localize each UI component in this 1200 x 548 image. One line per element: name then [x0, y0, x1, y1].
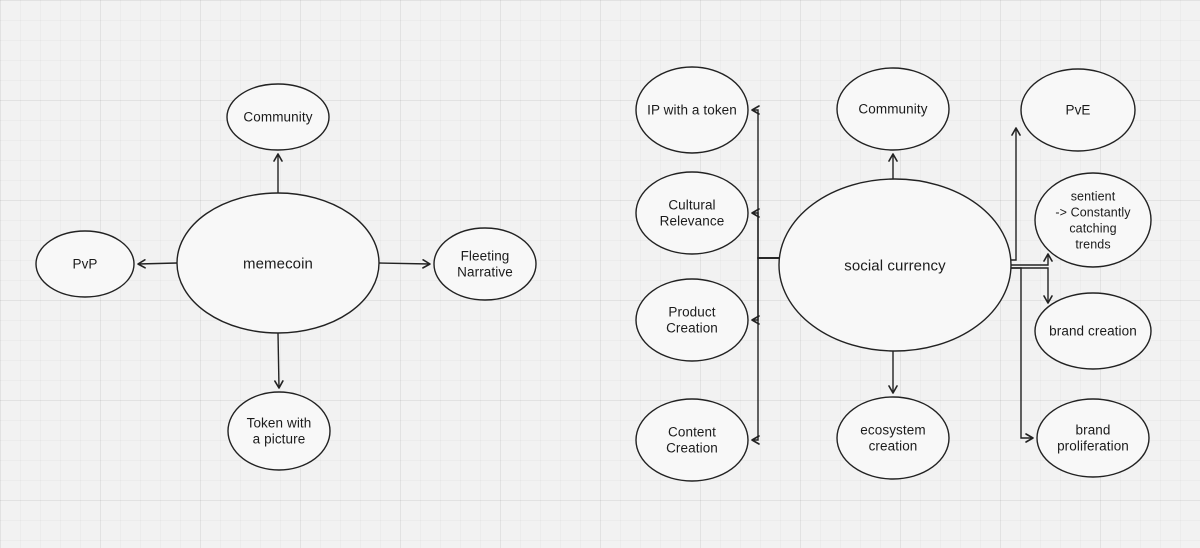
node-ip-with-a-token[interactable]: IP with a token	[635, 66, 749, 154]
node-shape-pvp[interactable]	[35, 230, 135, 298]
edge-social-currency--brand-creation[interactable]	[1011, 267, 1053, 304]
edge-social-currency--cultural-relevance[interactable]	[751, 208, 779, 259]
edge-social-currency--pve[interactable]	[1011, 127, 1021, 261]
node-shape-brand-proliferation[interactable]	[1036, 398, 1150, 478]
node-shape-community-left[interactable]	[226, 83, 330, 151]
node-community-right[interactable]: Community	[836, 67, 950, 151]
node-label-brand-creation: brand creation	[1049, 324, 1137, 339]
node-label-social-currency: social currency	[844, 257, 946, 274]
node-shape-ecosystem-creation[interactable]	[836, 396, 950, 480]
edge-social-currency--content-creation[interactable]	[751, 257, 779, 445]
node-shape-ip-with-a-token[interactable]	[635, 66, 749, 154]
node-shape-token-with-a-picture[interactable]	[227, 391, 331, 471]
node-label-memecoin: memecoin	[243, 255, 313, 272]
edge-memecoin--token-with-a-picture[interactable]	[274, 332, 284, 389]
node-shape-social-currency[interactable]	[778, 178, 1012, 352]
edge-social-currency--ip-with-a-token[interactable]	[751, 105, 779, 259]
node-shape-product-creation[interactable]	[635, 278, 749, 362]
edge-social-currency--product-creation[interactable]	[751, 257, 779, 325]
node-shape-fleeting-narrative[interactable]	[433, 227, 537, 301]
edge-memecoin--pvp[interactable]	[137, 259, 178, 269]
node-label-community-right: Community	[858, 102, 927, 117]
edge-social-currency--sentient-trends[interactable]	[1011, 253, 1053, 266]
node-community-left[interactable]: Community	[226, 83, 330, 151]
node-memecoin[interactable]: memecoin	[176, 192, 380, 334]
node-label-pve: PvE	[1065, 103, 1090, 118]
node-pve[interactable]: PvE	[1020, 68, 1136, 152]
node-pvp[interactable]: PvP	[35, 230, 135, 298]
node-shape-pve[interactable]	[1020, 68, 1136, 152]
node-shape-sentient-trends[interactable]	[1034, 172, 1152, 268]
edge-social-currency--brand-proliferation[interactable]	[1011, 267, 1034, 443]
node-label-pvp: PvP	[72, 257, 97, 272]
node-shape-community-right[interactable]	[836, 67, 950, 151]
node-shape-brand-creation[interactable]	[1034, 292, 1152, 370]
node-brand-creation[interactable]: brand creation	[1034, 292, 1152, 370]
edge-memecoin--fleeting-narrative[interactable]	[378, 259, 431, 269]
node-label-ip-with-a-token: IP with a token	[647, 103, 737, 118]
node-label-community-left: Community	[243, 110, 312, 125]
node-social-currency[interactable]: social currency	[778, 178, 1012, 352]
node-shape-cultural-relevance[interactable]	[635, 171, 749, 255]
node-shape-content-creation[interactable]	[635, 398, 749, 482]
node-shape-memecoin[interactable]	[176, 192, 380, 334]
